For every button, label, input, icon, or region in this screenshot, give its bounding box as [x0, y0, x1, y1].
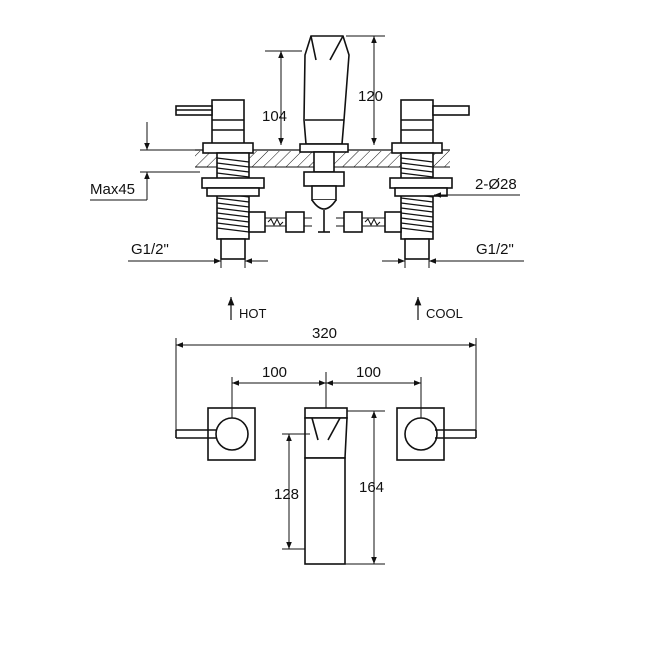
spout-top — [304, 407, 348, 565]
hot-label: HOT — [239, 306, 267, 321]
dim-104-line — [265, 50, 302, 145]
dim-120-line — [346, 35, 385, 145]
cool-label: COOL — [426, 306, 463, 321]
dim-thread-left-line — [128, 248, 268, 268]
hot-handle-top — [175, 407, 256, 461]
dim-320-label: 320 — [312, 325, 337, 342]
hot-handle-side — [175, 99, 254, 154]
dim-max45-line — [90, 122, 200, 201]
side-view — [90, 35, 524, 268]
spout-side — [299, 35, 350, 233]
dim-max45-label: Max45 — [90, 181, 135, 198]
connecting-hoses — [248, 211, 402, 233]
top-view — [175, 338, 477, 565]
dim-120-label: 120 — [358, 88, 383, 105]
cool-handle-side — [391, 99, 470, 154]
dim-164-label: 164 — [359, 479, 384, 496]
dim-100-right-label: 100 — [356, 364, 381, 381]
dim-128-label: 128 — [274, 486, 299, 503]
dim-100-lines — [231, 372, 422, 418]
dim-104-label: 104 — [262, 108, 287, 125]
dim-164-line — [345, 410, 385, 565]
cool-handle-top — [396, 407, 477, 461]
cool-shank — [389, 152, 453, 260]
thread-right-label: G1/2" — [476, 241, 514, 258]
dim-thread-right-line — [382, 248, 524, 268]
dim-320-line — [175, 338, 477, 430]
dim-100-left-label: 100 — [262, 364, 287, 381]
dim-hole-label: 2-Ø28 — [475, 176, 517, 193]
dim-128-line — [282, 433, 310, 550]
hot-shank — [201, 152, 265, 260]
thread-left-label: G1/2" — [131, 241, 169, 258]
